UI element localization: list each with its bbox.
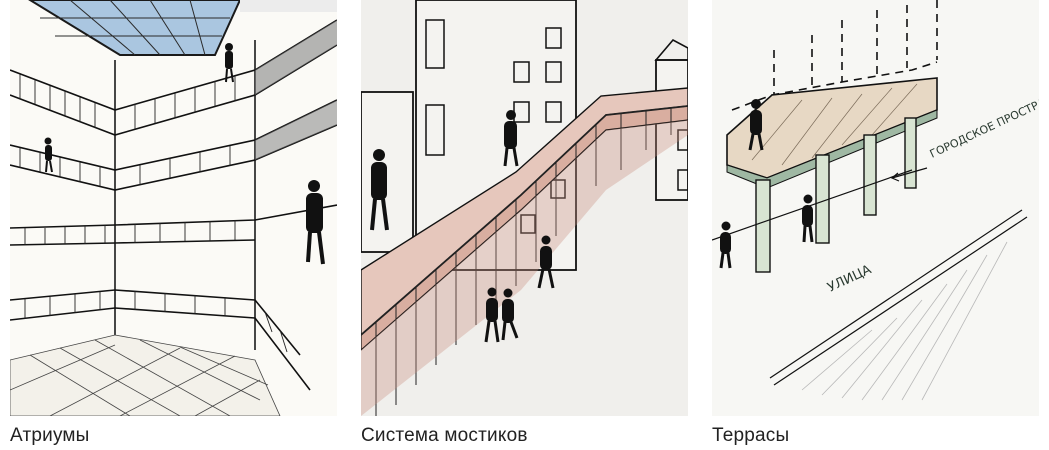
panel-bridges: Система мостиков <box>361 0 688 450</box>
panel-atriums: Атриумы <box>10 0 337 450</box>
caption-bridges: Система мостиков <box>361 425 528 446</box>
panel-terraces: ГОРОДСКОЕ ПРОСТРАНСТВО УЛИЦА Террасы <box>712 0 1039 450</box>
caption-atriums: Атриумы <box>10 425 90 446</box>
caption-terraces: Террасы <box>712 425 790 446</box>
atriums-sketch <box>10 0 337 416</box>
bridges-sketch <box>361 0 688 416</box>
terraces-sketch: ГОРОДСКОЕ ПРОСТРАНСТВО УЛИЦА <box>712 0 1039 416</box>
